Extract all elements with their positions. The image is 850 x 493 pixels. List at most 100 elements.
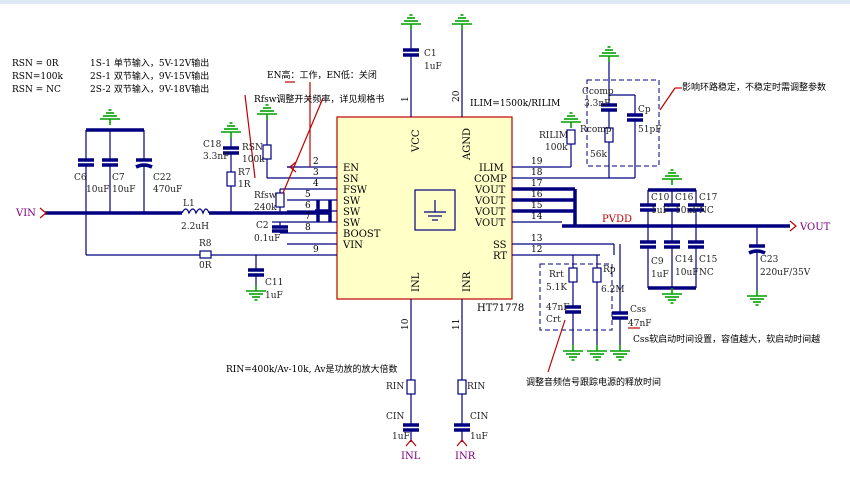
net-inl: INL: [401, 451, 421, 462]
net-inr: INR: [455, 451, 476, 462]
annotation-leaders: [244, 81, 682, 373]
ref-c18: C18: [203, 140, 222, 150]
val-crt: 47nF: [546, 303, 570, 313]
ref-c11: C11: [265, 278, 283, 288]
en-arrow-symbol: [287, 161, 297, 173]
resistor-r8: [199, 250, 212, 259]
loop-note: 影响环路稳定，不稳定时需调整参数: [682, 81, 826, 93]
output-caps-lower: [640, 226, 704, 304]
ref-c16: C16: [675, 193, 694, 203]
ref-c22: C22: [153, 173, 171, 183]
val-cp: 51pF: [638, 125, 661, 135]
rfsw-note: Rfsw调整开关频率，详见规格书: [254, 93, 384, 105]
val-l1: 2.2uH: [181, 222, 209, 232]
window-top-bar: [0, 0, 850, 4]
val-c6: 10uF: [86, 185, 110, 195]
pin-name-vcc: VCC: [411, 129, 422, 153]
pin-num-4: 4: [313, 179, 319, 189]
rin-note: RIN=400k/Av-10k, Av是功放的放大倍数: [226, 363, 398, 375]
net-vout: VOUT: [799, 222, 831, 233]
pin-num-3: 3: [313, 168, 319, 178]
val-c11: 1uF: [265, 291, 283, 301]
pin-num-13: 13: [531, 234, 543, 244]
val-c23: 220uF/35V: [760, 268, 811, 278]
val-rfsw: 240k: [254, 203, 277, 213]
ref-rcomp: Rcomp: [580, 125, 612, 135]
pin-name-sw1: SW: [343, 196, 361, 207]
val-rrt: 5.1K: [546, 283, 567, 293]
val-cin-right: 1uF: [470, 432, 488, 442]
output-caps-upper: [640, 169, 704, 226]
pin-num-10: 10: [401, 318, 411, 330]
pin-name-sn: SN: [343, 174, 359, 185]
val-c14: 10uF: [675, 268, 699, 278]
val-c16: 10uF: [675, 206, 699, 216]
ref-c23: C23: [760, 255, 779, 265]
pin-num-20: 20: [452, 90, 462, 102]
ref-rilim: RILIM: [539, 131, 568, 141]
pin-num-5: 5: [305, 190, 311, 200]
pin-num-15: 15: [531, 201, 543, 211]
rt-note: 调整音频信号跟踪电源的释放时间: [526, 376, 661, 388]
capacitor-c1: [400, 14, 422, 67]
ref-l1: L1: [183, 199, 195, 209]
val-c17: NC: [699, 206, 714, 216]
ss-rt-network: [539, 243, 631, 361]
ref-c7: C7: [112, 173, 125, 183]
pin-name-inl: INL: [411, 272, 422, 292]
pin-name-agnd: AGND: [462, 128, 473, 161]
ref-c6: C6: [74, 173, 87, 183]
input-caps-block: [78, 109, 153, 213]
resistor-rsn: [256, 104, 287, 179]
comp-network: [562, 46, 660, 179]
rsn-mode-1: 1S-1 单节输入，5V-12V输出: [90, 57, 209, 69]
pin-num-6: 6: [305, 201, 311, 211]
ref-r8: R8: [199, 239, 212, 249]
val-c15: NC: [699, 268, 714, 278]
top-bottom-pin-wires: [410, 30, 463, 380]
input-right-network: [454, 379, 470, 447]
snubber-c18-r7: [220, 122, 242, 213]
rsn-setting-3: RSN = NC: [12, 85, 61, 95]
ref-rsn: RSN: [242, 143, 263, 153]
pin-name-vout1: VOUT: [474, 185, 506, 196]
rilim-network: [560, 112, 582, 168]
pin-num-14: 14: [531, 212, 543, 222]
en-note: EN高：工作，EN低：关闭: [267, 69, 377, 81]
val-cin-left: 1uF: [392, 432, 410, 442]
val-c1: 1uF: [424, 62, 442, 72]
ref-c15: C15: [699, 255, 718, 265]
ref-rrt: Rrt: [549, 270, 564, 280]
ref-css: Css: [630, 305, 647, 315]
pin-num-19: 19: [531, 157, 543, 167]
pin-num-7: 7: [305, 212, 311, 222]
val-ccomp: 3.3nF: [584, 99, 610, 109]
pin-name-comp: COMP: [474, 174, 507, 185]
ref-cin-left: CIN: [386, 412, 404, 422]
pin-name-sw3: SW: [343, 218, 361, 229]
rsn-setting-1: RSN = 0R: [12, 59, 59, 69]
pin-name-ss: SS: [493, 240, 507, 251]
pin-name-vout2: VOUT: [474, 196, 506, 207]
val-r8: 0R: [199, 261, 212, 271]
ilim-note: ILIM=1500k/RILIM: [470, 99, 560, 109]
rsn-setting-2: RSN=100k: [12, 72, 64, 82]
pin-name-sw2: SW: [343, 207, 361, 218]
pin-num-1: 1: [401, 96, 411, 102]
pin-num-18: 18: [531, 168, 543, 178]
pin-num-17: 17: [531, 179, 543, 189]
chip-name: HT71778: [477, 303, 524, 314]
ref-c17: C17: [699, 193, 718, 203]
pin-num-9: 9: [313, 245, 319, 255]
ref-rfsw: Rfsw: [254, 191, 277, 201]
ref-c1: C1: [424, 49, 437, 59]
ref-ccomp: Ccomp: [582, 87, 614, 97]
pin-num-16: 16: [531, 190, 543, 200]
capacitor-c11: [245, 268, 267, 301]
agnd-ground: [451, 14, 473, 31]
ref-rp: Rp: [603, 265, 616, 275]
ref-c14: C14: [675, 255, 694, 265]
pin-name-vin: VIN: [342, 240, 363, 251]
val-c22: 470uF: [153, 185, 182, 195]
